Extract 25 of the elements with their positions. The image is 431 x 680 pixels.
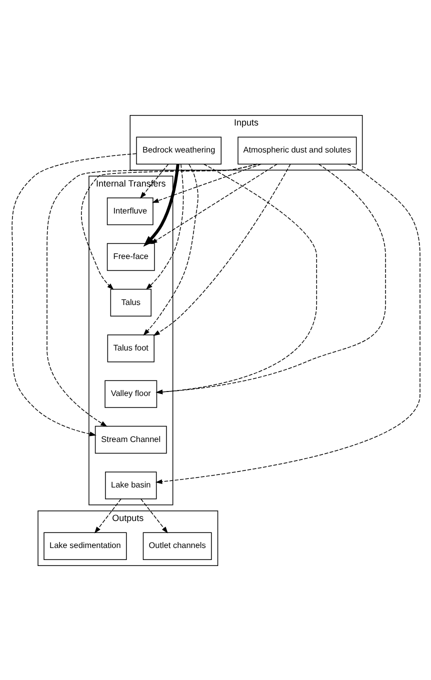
arrow — [151, 163, 261, 202]
arrow — [154, 163, 420, 484]
arrow — [142, 163, 198, 336]
node-box: Stream Channel — [94, 425, 166, 454]
node-box: Outlet channels — [142, 532, 212, 560]
arrow — [142, 164, 179, 246]
arrow — [140, 498, 168, 533]
arrow — [46, 163, 258, 426]
node-box: Lake basin — [104, 471, 156, 499]
arrow — [94, 498, 121, 533]
arrow — [139, 163, 168, 198]
arrow — [150, 163, 277, 244]
node-box: Interfluve — [106, 196, 153, 225]
arrow — [152, 163, 290, 336]
arrow — [11, 152, 136, 436]
arrow — [155, 163, 386, 394]
node-box: Atmospheric dust and solutes — [237, 136, 356, 164]
node-box: Talus — [110, 288, 151, 316]
node-box: Free-face — [106, 242, 154, 270]
node-box: Bedrock weathering — [136, 136, 222, 164]
node-box: Valley floor — [104, 380, 157, 408]
arrow — [145, 163, 184, 290]
node-box: Lake sedimentation — [43, 532, 126, 560]
arrow — [155, 163, 317, 394]
node-box: Talus foot — [106, 334, 154, 362]
